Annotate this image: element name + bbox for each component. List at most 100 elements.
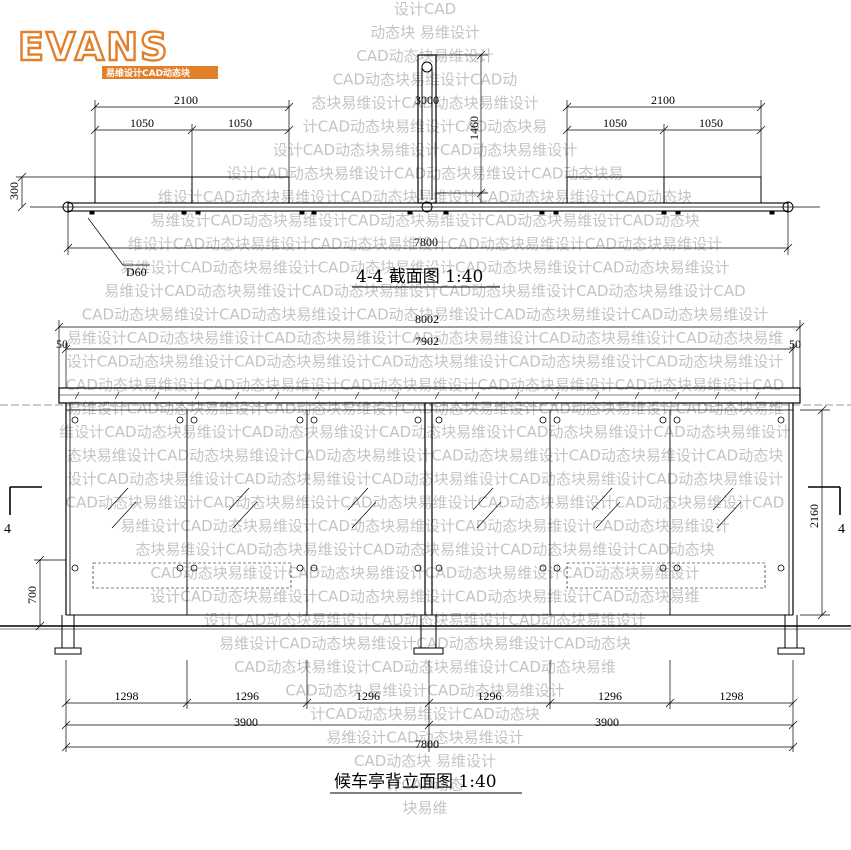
watermark-line: 易维设计CAD动态块易维设计 xyxy=(326,729,523,747)
glass-reflection-mark xyxy=(595,501,621,529)
bolt xyxy=(553,416,561,424)
elev-footing-center xyxy=(413,615,444,655)
glass-reflection-mark xyxy=(107,487,129,511)
bolt xyxy=(414,564,422,572)
watermark-line: 动态块 易维设计 xyxy=(370,24,480,42)
glass-reflection-mark xyxy=(712,487,734,511)
watermark-line: CAD动态块易维设计CAD动 xyxy=(333,71,518,89)
bolt xyxy=(190,416,198,424)
dim-panel-width: 1296 xyxy=(478,689,502,703)
dim-center: 3000 xyxy=(415,93,439,107)
elevation-view xyxy=(0,320,851,752)
dim-right-a: 1050 xyxy=(603,116,627,130)
elevation-title: 候车亭背立面图 1:40 xyxy=(334,772,497,792)
section-pipe-center xyxy=(421,201,433,213)
dim-overhang-left: 50 xyxy=(56,337,68,351)
watermark-line: 维设计CAD动态块易维设计CAD动态块易维设计CAD动态块易维设计CAD动态块 xyxy=(158,188,692,206)
dim-panel-width: 1296 xyxy=(356,689,380,703)
section-dim-top-left xyxy=(90,100,294,177)
watermark-line: 设计CAD动态块易维设计CAD动态块易维设计CAD动态块易维设计CAD动态块易维… xyxy=(67,353,783,371)
watermark-line: CAD动态块易维设计 xyxy=(356,47,493,65)
watermark-line: 设计CAD xyxy=(394,0,456,18)
bolt xyxy=(777,564,785,572)
bolt xyxy=(673,564,681,572)
section-mark-label-right: 4 xyxy=(838,522,845,537)
bolt xyxy=(553,564,561,572)
watermark-line: 计CAD动态 xyxy=(386,776,463,794)
elev-roof xyxy=(58,387,801,404)
bolt xyxy=(435,564,443,572)
watermark-line: CAD动态块 易维设计 xyxy=(354,752,496,770)
dim-left-total: 2100 xyxy=(174,93,198,107)
glass-reflection-mark xyxy=(351,501,377,529)
glass-reflection-mark xyxy=(347,487,369,511)
bolt xyxy=(414,416,422,424)
evans-logo: EVANS 易维设计CAD动态块 xyxy=(17,24,218,79)
glass-reflection-mark xyxy=(228,487,250,511)
watermark-line: CAD动态块 易维设计CAD动态块易维设计 xyxy=(285,682,564,700)
elev-footing-left xyxy=(54,615,82,655)
watermark-line: 易维设计CAD动态块易维设计CAD动态块易维设计CAD动态块易维设计CAD动态块 xyxy=(150,212,699,230)
watermark-line: CAD动态块易维设计CAD动态块易维设计CAD动态块易维设计CAD动态块易维设计… xyxy=(82,306,768,324)
elev-footing-right xyxy=(777,615,805,655)
dim-overhang-right: 50 xyxy=(789,337,801,351)
watermark-line: 易维设计CAD动态块易维设计CAD动态块易维设计CAD动态块易维设计CAD动态块… xyxy=(120,259,729,277)
watermark-line: 易维设计CAD动态块易维设计CAD动态块易维设计CAD动态块易维设计CAD动态块… xyxy=(67,329,783,347)
bolt xyxy=(539,416,547,424)
section-brackets xyxy=(89,210,775,215)
watermark-line: 计CAD动态块易维设计CAD动态块易 xyxy=(303,118,548,136)
dim-section-overall: 7800 xyxy=(414,235,438,249)
section-pipe-leader xyxy=(87,217,150,266)
bolt xyxy=(176,416,184,424)
watermark-line: 设计CAD动态块易维设计CAD动态块易维设计 xyxy=(273,141,578,159)
bolt xyxy=(176,564,184,572)
dim-right-b: 1050 xyxy=(699,116,723,130)
bolt xyxy=(659,416,667,424)
elev-ad-box-right xyxy=(566,562,766,589)
elev-roof-hatch xyxy=(74,391,760,400)
dim-elev-overall: 7800 xyxy=(415,737,439,751)
section-dim-top-right xyxy=(562,100,766,177)
logo-wordmark: EVANS xyxy=(18,25,169,69)
section-dim-overall xyxy=(63,212,793,255)
dim-half-left: 3900 xyxy=(234,715,258,729)
section-title: 4-4 截面图 1:40 xyxy=(356,267,483,287)
elev-dim-top xyxy=(54,320,805,388)
dim-panel-width: 1296 xyxy=(598,689,622,703)
dim-left-a: 1050 xyxy=(130,116,154,130)
dim-roof-inner: 7902 xyxy=(415,334,439,348)
bolt xyxy=(777,416,785,424)
bolt xyxy=(190,564,198,572)
bolt xyxy=(435,416,443,424)
glass-reflection-mark xyxy=(472,487,494,511)
elev-ad-box-left xyxy=(92,562,292,589)
section-seat-left-2 xyxy=(191,176,290,204)
watermark-line: 易维设计CAD动态块易维设计CAD动态块易维设计CAD动态块易维设计CAD动态块… xyxy=(104,282,745,300)
bolt xyxy=(296,416,304,424)
bolt xyxy=(539,564,547,572)
section-post-cap xyxy=(421,61,433,73)
glass-reflection-mark xyxy=(111,501,137,529)
glass-reflection-mark xyxy=(476,501,502,529)
section-view xyxy=(16,50,820,266)
elev-dim-left xyxy=(34,555,66,631)
watermark-line: CAD动态块易维设计CAD动态块易维设计CAD动态块易维设计CAD动态块易维设计… xyxy=(66,376,785,394)
watermark-layer: 设计CAD动态块 易维设计CAD动态块易维设计CAD动态块易维设计CAD动态块易… xyxy=(59,0,790,817)
dim-post-height: 1460 xyxy=(467,116,481,140)
dim-seat-height: 300 xyxy=(7,182,21,200)
dim-elev-height: 2160 xyxy=(807,504,821,528)
bolt xyxy=(310,564,318,572)
section-seat-right-2 xyxy=(663,176,762,204)
logo-subtitle-band xyxy=(102,66,218,79)
bolt xyxy=(659,564,667,572)
glass-reflection-mark xyxy=(716,501,742,529)
elev-panel-dividers xyxy=(186,410,671,615)
dim-left-b: 1050 xyxy=(228,116,252,130)
bolt xyxy=(71,416,79,424)
section-marker-left xyxy=(9,486,42,515)
section-center-post xyxy=(417,54,437,204)
glass-reflection-mark xyxy=(591,487,613,511)
watermark-line: 维设计CAD动态块易维设计CAD动态块易维设计CAD动态块易维设计CAD动态块易… xyxy=(128,235,722,253)
